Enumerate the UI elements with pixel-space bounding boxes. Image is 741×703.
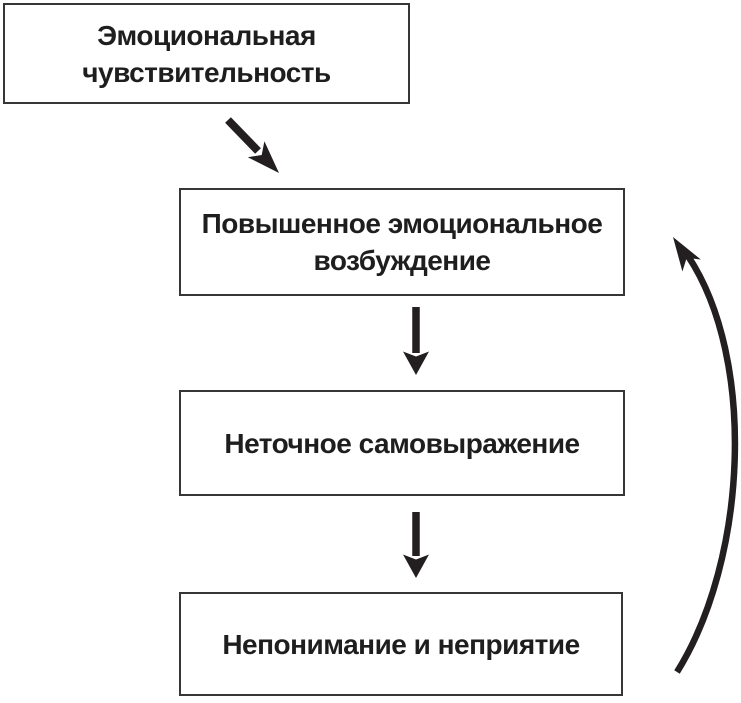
down-arrow-icon (403, 307, 429, 375)
down-right-arrow-icon (225, 117, 279, 173)
flow-box-heightened-emotional-arousal: Повышенное эмоциональное возбуждение (179, 188, 625, 296)
down-arrow-icon (403, 512, 429, 578)
flow-box-emotional-sensitivity: Эмоциональная чувствительность (3, 3, 410, 104)
flow-box-inaccurate-self-expression: Неточное самовыражение (179, 390, 625, 496)
feedback-curve-arrow-icon (673, 237, 739, 674)
flow-box-misunderstanding-rejection: Непонимание и неприятие (179, 592, 623, 696)
